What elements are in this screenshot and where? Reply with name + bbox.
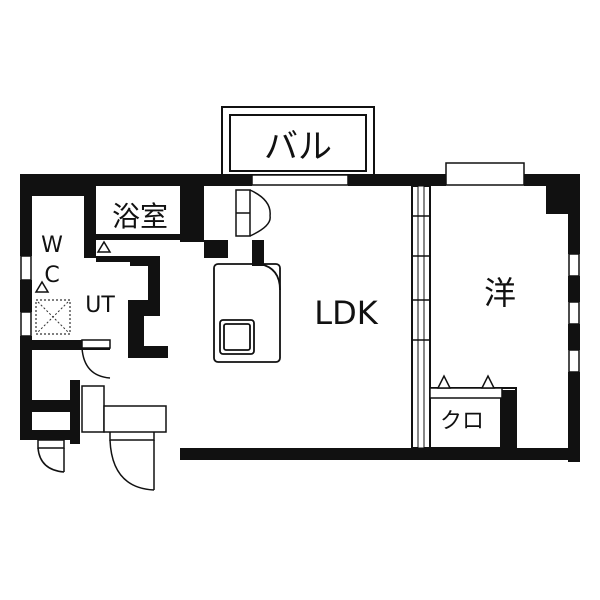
wc-label-w: W bbox=[41, 233, 63, 258]
kitchen-column bbox=[204, 240, 264, 266]
ldk-label: LDK bbox=[314, 294, 378, 332]
kitchen-counter bbox=[213, 263, 281, 363]
closet-label: クロ bbox=[440, 409, 484, 434]
wc-label-c: C bbox=[44, 263, 59, 288]
wc-ut-walls bbox=[20, 186, 168, 358]
storage-markers bbox=[34, 240, 112, 293]
bath-walls bbox=[84, 186, 204, 266]
windows bbox=[20, 162, 580, 373]
balcony-label: バル bbox=[264, 127, 332, 167]
ldk-western-partition bbox=[411, 185, 431, 449]
bath-label: 浴室 bbox=[112, 200, 168, 233]
ut-label: UT bbox=[85, 293, 115, 318]
outer-walls bbox=[20, 174, 580, 462]
washer-pan bbox=[35, 299, 71, 335]
doors bbox=[37, 189, 271, 491]
closet bbox=[429, 374, 517, 449]
western-room-label: 洋 bbox=[484, 274, 516, 312]
